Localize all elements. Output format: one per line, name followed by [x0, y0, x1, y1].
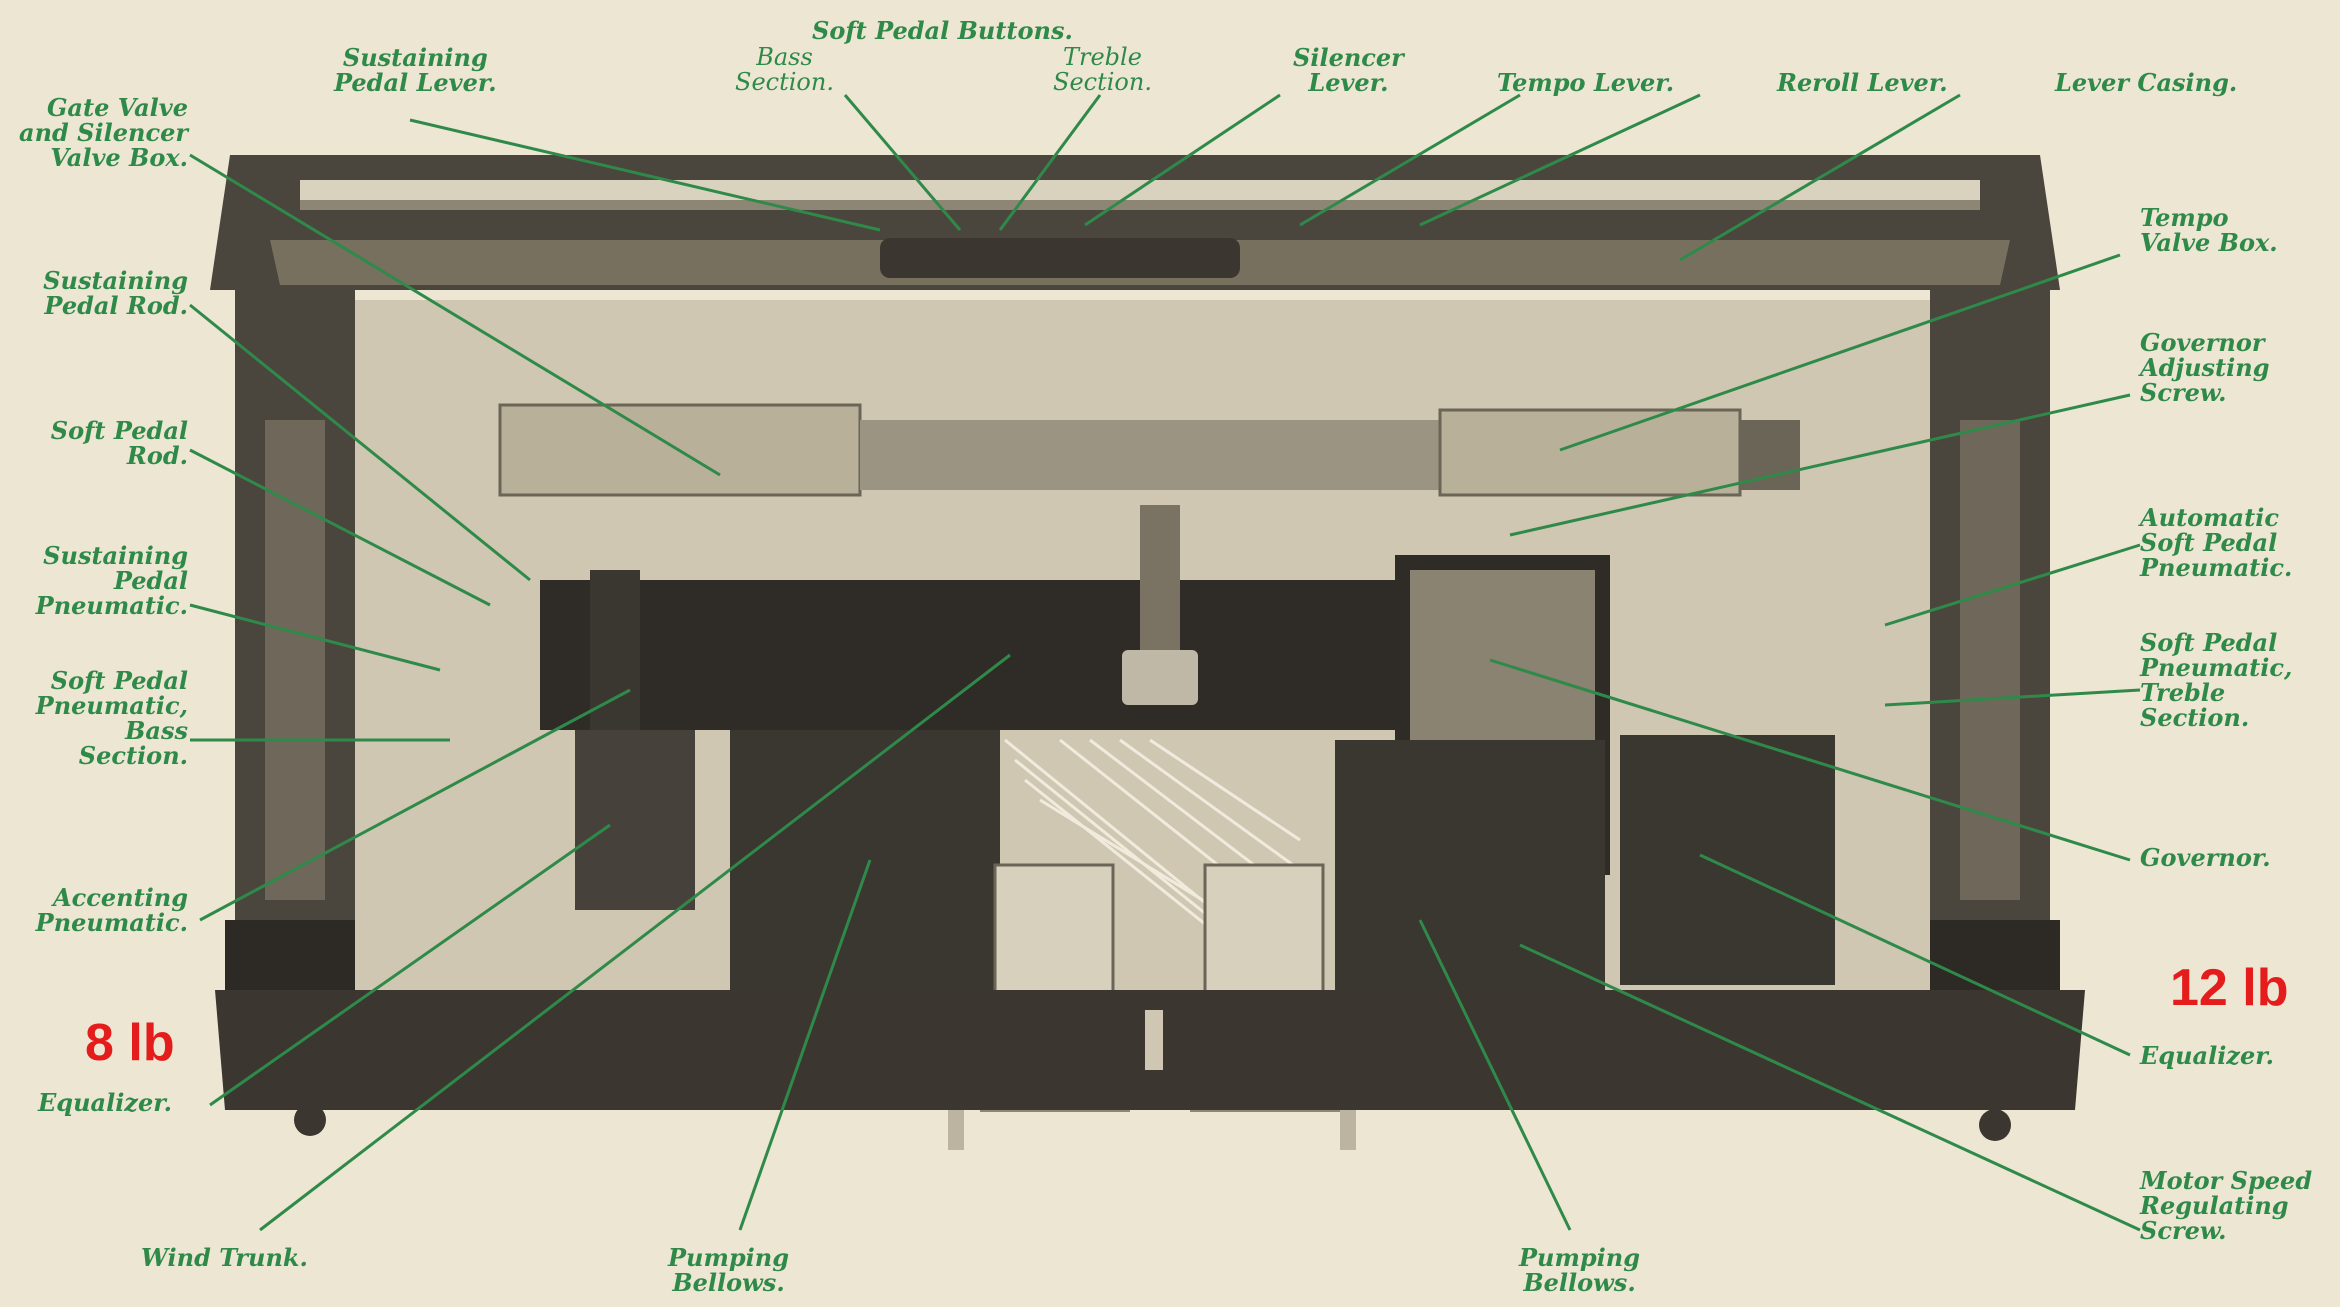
piano-legs: [225, 290, 2060, 1000]
label-sustaining-pedal-pneumatic: Sustaining Pedal Pneumatic.: [35, 541, 188, 620]
label-reroll-lever: Reroll Lever.: [1777, 68, 1948, 97]
label-accenting-pneumatic: Accenting Pneumatic.: [35, 883, 188, 937]
label-governor-adjusting-screw: Governor Adjusting Screw.: [2140, 328, 2270, 407]
base-rail: [215, 990, 2085, 1141]
label-equalizer-left: Equalizer.: [38, 1088, 173, 1117]
label-equalizer-right: Equalizer.: [2140, 1041, 2275, 1070]
label-wind-trunk: Wind Trunk.: [141, 1243, 308, 1272]
pumping-bellows-body: [730, 730, 1835, 1000]
label-pumping-bellows-right: Pumping Bellows.: [1519, 1243, 1641, 1297]
wind-trunk-body: [540, 505, 1420, 730]
lever-casing-body: [210, 155, 2060, 290]
label-silencer-lever: Silencer Lever.: [1293, 43, 1404, 97]
label-sustaining-pedal-lever: Sustaining Pedal Lever.: [334, 43, 497, 97]
label-pumping-bellows-left: Pumping Bellows.: [668, 1243, 790, 1297]
label-automatic-soft-pedal-pneumatic: Automatic Soft Pedal Pneumatic.: [2140, 503, 2293, 582]
label-gate-valve: Gate Valve and Silencer Valve Box.: [19, 93, 188, 172]
label-treble-section: Treble Section.: [1053, 43, 1152, 96]
label-tempo-lever: Tempo Lever.: [1497, 68, 1675, 97]
weight-left: 8 lb: [85, 1014, 175, 1072]
leader-lines: [189, 93, 2141, 1232]
label-governor: Governor.: [2140, 843, 2271, 872]
accenting-pneumatic-body: [575, 730, 695, 910]
label-tempo-valve-box: Tempo Valve Box.: [2140, 203, 2278, 257]
label-sustaining-pedal-rod: Sustaining Pedal Rod.: [43, 266, 188, 320]
label-bass-section: Bass Section.: [735, 43, 834, 96]
label-soft-pedal-pneumatic-bass: Soft Pedal Pneumatic, Bass Section.: [35, 666, 188, 770]
label-soft-pedal-buttons: Soft Pedal Buttons.: [812, 16, 1073, 45]
label-lever-casing: Lever Casing.: [2055, 68, 2238, 97]
label-soft-pedal-rod: Soft Pedal Rod.: [50, 416, 188, 470]
label-soft-pedal-pneumatic-treble: Soft Pedal Pneumatic, Treble Section.: [2140, 628, 2293, 732]
label-motor-speed-screw: Motor Speed Regulating Screw.: [2140, 1166, 2313, 1245]
weight-right: 12 lb: [2170, 959, 2289, 1017]
upper-valve-boxes: [498, 403, 1800, 497]
